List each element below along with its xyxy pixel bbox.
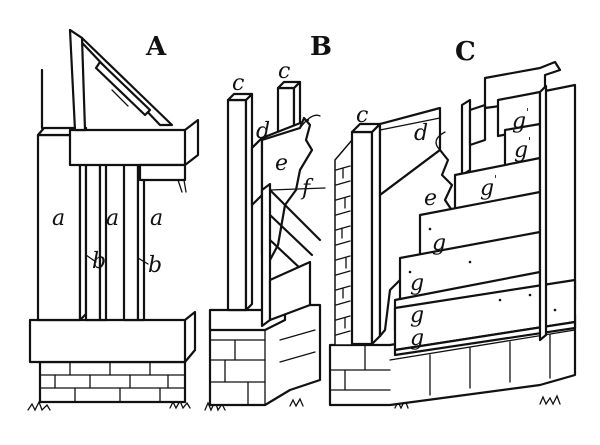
- label-g-c6: g: [410, 303, 424, 328]
- plate-a: [68, 118, 200, 167]
- label-e-c: e: [424, 186, 437, 211]
- foundation-a: [38, 360, 187, 404]
- label-g-c3: g: [480, 176, 494, 201]
- panel-b-title: B: [310, 32, 332, 62]
- label-a-1: a: [52, 206, 65, 231]
- label-a-2: a: [106, 206, 119, 231]
- label-d-b: d: [256, 119, 270, 144]
- studs-a: [84, 158, 146, 322]
- corner-post-c: [350, 122, 382, 346]
- figure-b: B c c d e f: [204, 32, 332, 412]
- label-prime-c3: ': [494, 173, 497, 186]
- label-a-3: a: [150, 206, 163, 231]
- label-g-c4: g: [432, 231, 446, 256]
- figure-a: A a a a b b: [27, 28, 200, 412]
- label-c-b2: c: [278, 59, 290, 84]
- brick-nogging-c: [334, 137, 353, 346]
- label-g-c7: g: [410, 326, 424, 351]
- panel-a-title: A: [145, 32, 167, 62]
- clapboards-lower-c: [393, 190, 577, 357]
- figure-c: C c d e g ' g ' g ' g g g g: [328, 37, 577, 410]
- label-d-c: d: [414, 121, 428, 146]
- label-c-b1: c: [232, 71, 244, 96]
- panel-c-title: C: [455, 37, 476, 67]
- label-g-c5: g: [410, 271, 424, 296]
- label-c-c: c: [356, 103, 368, 128]
- corner-board-c: [538, 84, 548, 342]
- label-g-c2: g: [514, 138, 528, 163]
- frame-f-b: [260, 182, 326, 328]
- corner-post-b: [226, 92, 254, 312]
- label-prime-c1: ': [526, 106, 529, 119]
- label-b-1: b: [92, 249, 106, 274]
- corner-post-a: [36, 68, 88, 322]
- label-g-c1: g: [512, 109, 526, 134]
- label-prime-c2: ': [528, 135, 531, 148]
- label-e-b: e: [275, 151, 288, 176]
- paper-e-c: [378, 148, 457, 338]
- label-b-2: b: [148, 253, 162, 278]
- roof-rafters-a: [68, 28, 174, 132]
